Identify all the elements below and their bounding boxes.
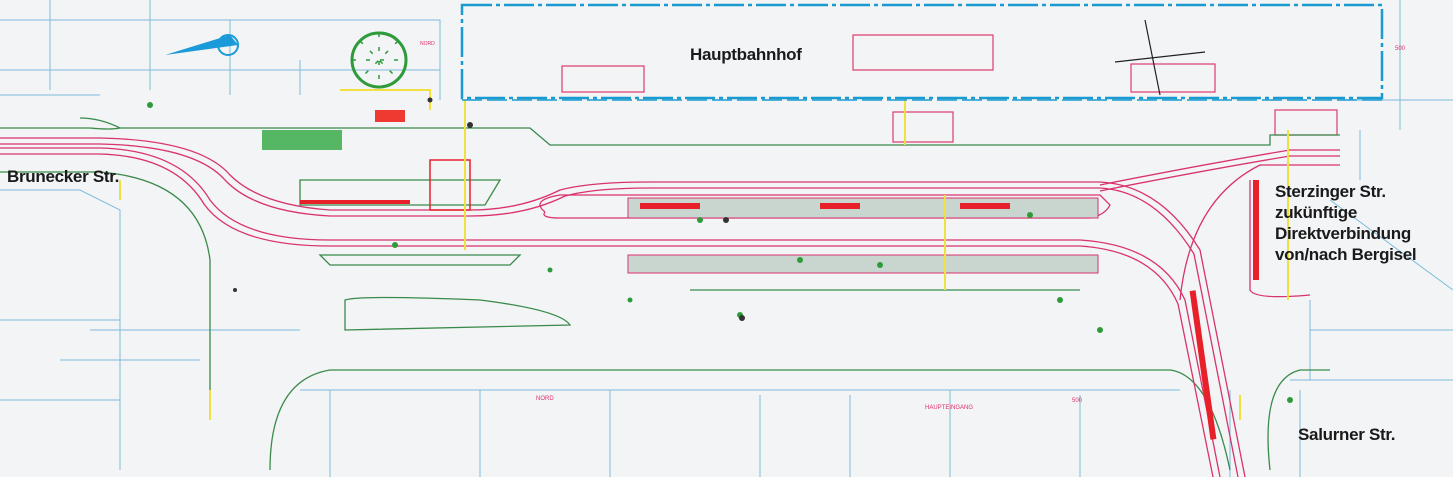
tram-platforms [300, 159, 1259, 440]
scale-label-top: 500 [1395, 46, 1406, 52]
label-line: von/nach Bergisel [1275, 245, 1417, 264]
curb-lines [0, 117, 1340, 471]
station-inner-rooms [561, 34, 1338, 143]
label-line: Sterzinger Str. [1275, 182, 1386, 201]
label-line: Direktverbindung [1275, 224, 1411, 243]
station-building-outline [460, 3, 1384, 100]
yellow-path [340, 89, 431, 110]
label-sterzinger-str: Sterzinger Str. zukünftige Direktverbind… [1275, 181, 1417, 265]
tram-tracks [0, 137, 1340, 477]
greenery-dots [147, 102, 1293, 403]
green-parking-block [262, 130, 342, 150]
north-arrow-icon: NORD [165, 34, 435, 56]
cross-marker [1114, 19, 1206, 96]
scale-label-bottom: 500 [1072, 398, 1083, 404]
label-line: zukünftige [1275, 203, 1357, 222]
nord-label-top: NORD [420, 41, 435, 47]
pedestrian-crossings [119, 100, 1289, 420]
label-salurner-str: Salurner Str. [1298, 425, 1396, 444]
nord-label-bottom: NORD [536, 396, 554, 402]
label-brunecker-str: Brunecker Str. [7, 167, 120, 186]
red-kiosk [375, 110, 405, 122]
tree-symbol [350, 31, 408, 89]
label-hauptbahnhof: Hauptbahnhof [690, 45, 802, 64]
bollard-dots [233, 97, 745, 321]
main-entrance-label: HAUPTEINGANG [925, 405, 974, 411]
